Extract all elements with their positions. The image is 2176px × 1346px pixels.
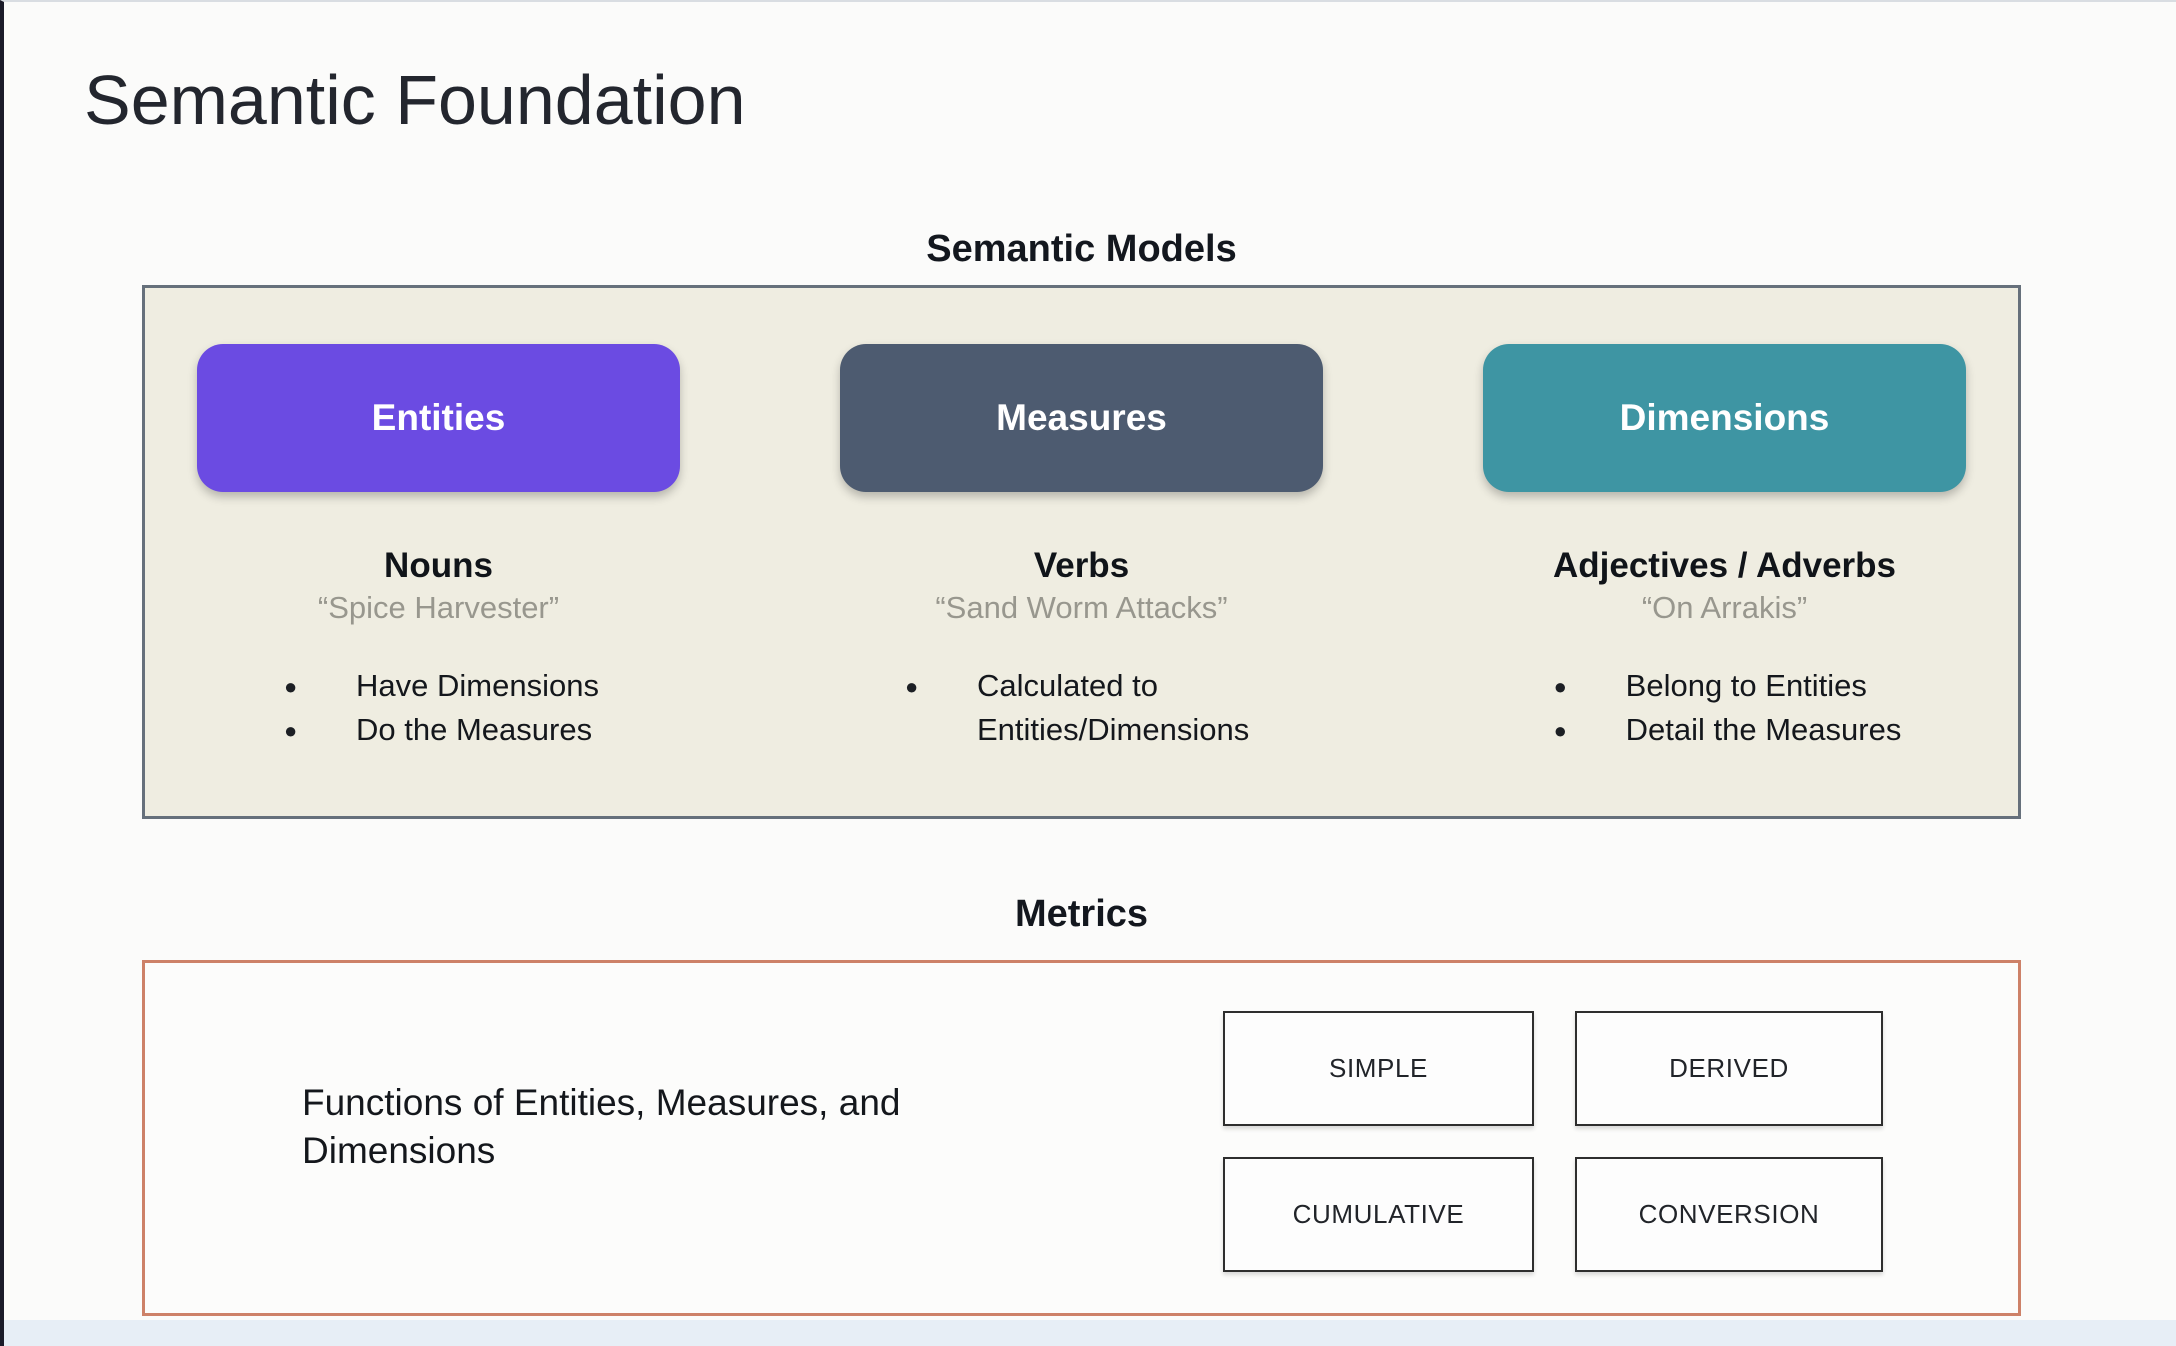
slide-title: Semantic Foundation (84, 61, 746, 139)
dimensions-bullet-list: Belong to Entities Detail the Measures (1548, 664, 1902, 753)
bullet-item: Detail the Measures (1548, 708, 1902, 753)
metric-type-derived: DERIVED (1575, 1011, 1883, 1126)
bullet-item: Calculated to Entities/Dimensions (899, 664, 1264, 752)
bullet-item: Have Dimensions (278, 664, 599, 709)
bullet-item: Belong to Entities (1548, 664, 1902, 709)
measures-example: “Sand Worm Attacks” (935, 590, 1228, 625)
measures-column: Measures Verbs “Sand Worm Attacks” Calcu… (840, 344, 1323, 816)
entities-pill: Entities (197, 344, 680, 492)
measures-bullet-list: Calculated to Entities/Dimensions (899, 664, 1264, 752)
metric-type-simple: SIMPLE (1223, 1011, 1534, 1126)
dimensions-pill: Dimensions (1483, 344, 1966, 492)
metric-type-cumulative: CUMULATIVE (1223, 1157, 1534, 1272)
semantic-models-panel: Entities Nouns “Spice Harvester” Have Di… (142, 285, 2021, 819)
entities-part-of-speech: Nouns (384, 546, 493, 585)
dimensions-example: “On Arrakis” (1641, 590, 1808, 625)
metrics-panel: Functions of Entities, Measures, and Dim… (142, 960, 2021, 1316)
bullet-item: Do the Measures (278, 708, 599, 753)
dimensions-part-of-speech: Adjectives / Adverbs (1552, 546, 1896, 585)
dimensions-column: Dimensions Adjectives / Adverbs “On Arra… (1483, 344, 1966, 816)
metrics-description: Functions of Entities, Measures, and Dim… (302, 1082, 901, 1171)
entities-example: “Spice Harvester” (317, 590, 560, 625)
entities-bullet-list: Have Dimensions Do the Measures (278, 664, 599, 753)
metric-types-grid: SIMPLE DERIVED CUMULATIVE CONVERSION (1223, 1011, 1883, 1272)
entities-column: Entities Nouns “Spice Harvester” Have Di… (197, 344, 680, 816)
bottom-strip (4, 1320, 2176, 1346)
metrics-heading: Metrics (1014, 893, 1149, 935)
measures-pill: Measures (840, 344, 1323, 492)
metric-type-conversion: CONVERSION (1575, 1157, 1883, 1272)
measures-part-of-speech: Verbs (1033, 546, 1130, 585)
semantic-models-heading: Semantic Models (926, 228, 1237, 270)
